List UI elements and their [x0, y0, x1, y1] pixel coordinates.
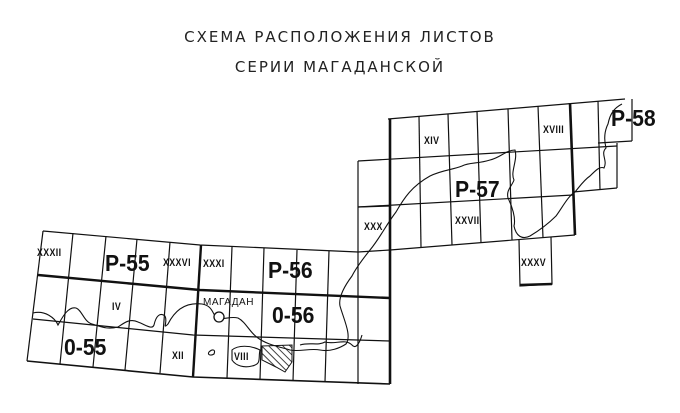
subsheet-label-xxx: XXX — [364, 221, 383, 233]
subsheet-label-xiv: XIV — [424, 135, 440, 147]
map-title-line-1: СХЕМА РАСПОЛОЖЕНИЯ ЛИСТОВ — [184, 28, 496, 46]
subsheet-label-xxxvi: XXXVI — [163, 257, 191, 269]
city-label-magadan: МАГАДАН — [203, 297, 254, 308]
subsheet-label-xxxv: XXXV — [521, 257, 547, 269]
grid-p57-top — [387, 98, 626, 120]
sheet-label-p-58: P-58 — [611, 105, 656, 131]
grid-boundary-p-o — [37, 273, 391, 300]
subsheet-label-xviii: XVIII — [543, 124, 565, 136]
coastline-south — [207, 334, 363, 368]
subsheet-label-xxvii: XXVII — [455, 215, 480, 227]
sheet-label-p-57: P-57 — [455, 176, 500, 202]
subsheet-label-xxxii: XXXII — [37, 247, 62, 259]
coastline — [32, 103, 623, 352]
subsheet-label-xxxi: XXXI — [203, 258, 225, 270]
restricted-area-hatch — [261, 344, 293, 373]
grid-lines — [26, 98, 633, 385]
subsheet-label-iv: IV — [112, 301, 122, 313]
map-title-line-2: СЕРИИ МАГАДАНСКОЙ — [234, 58, 446, 76]
subsheet-label-viii: VIII — [234, 351, 249, 363]
sheet-label-p-55: P-55 — [105, 250, 150, 276]
magadan-city-marker — [213, 311, 225, 323]
sheet-label-o-55: 0-55 — [64, 334, 107, 360]
grid-line — [32, 318, 391, 342]
subsheet-label-xii: XII — [172, 350, 184, 362]
sheet-label-p-56: P-56 — [268, 257, 313, 283]
grid-bottom-line — [26, 360, 391, 385]
sheet-label-o-56: 0-56 — [272, 302, 315, 328]
